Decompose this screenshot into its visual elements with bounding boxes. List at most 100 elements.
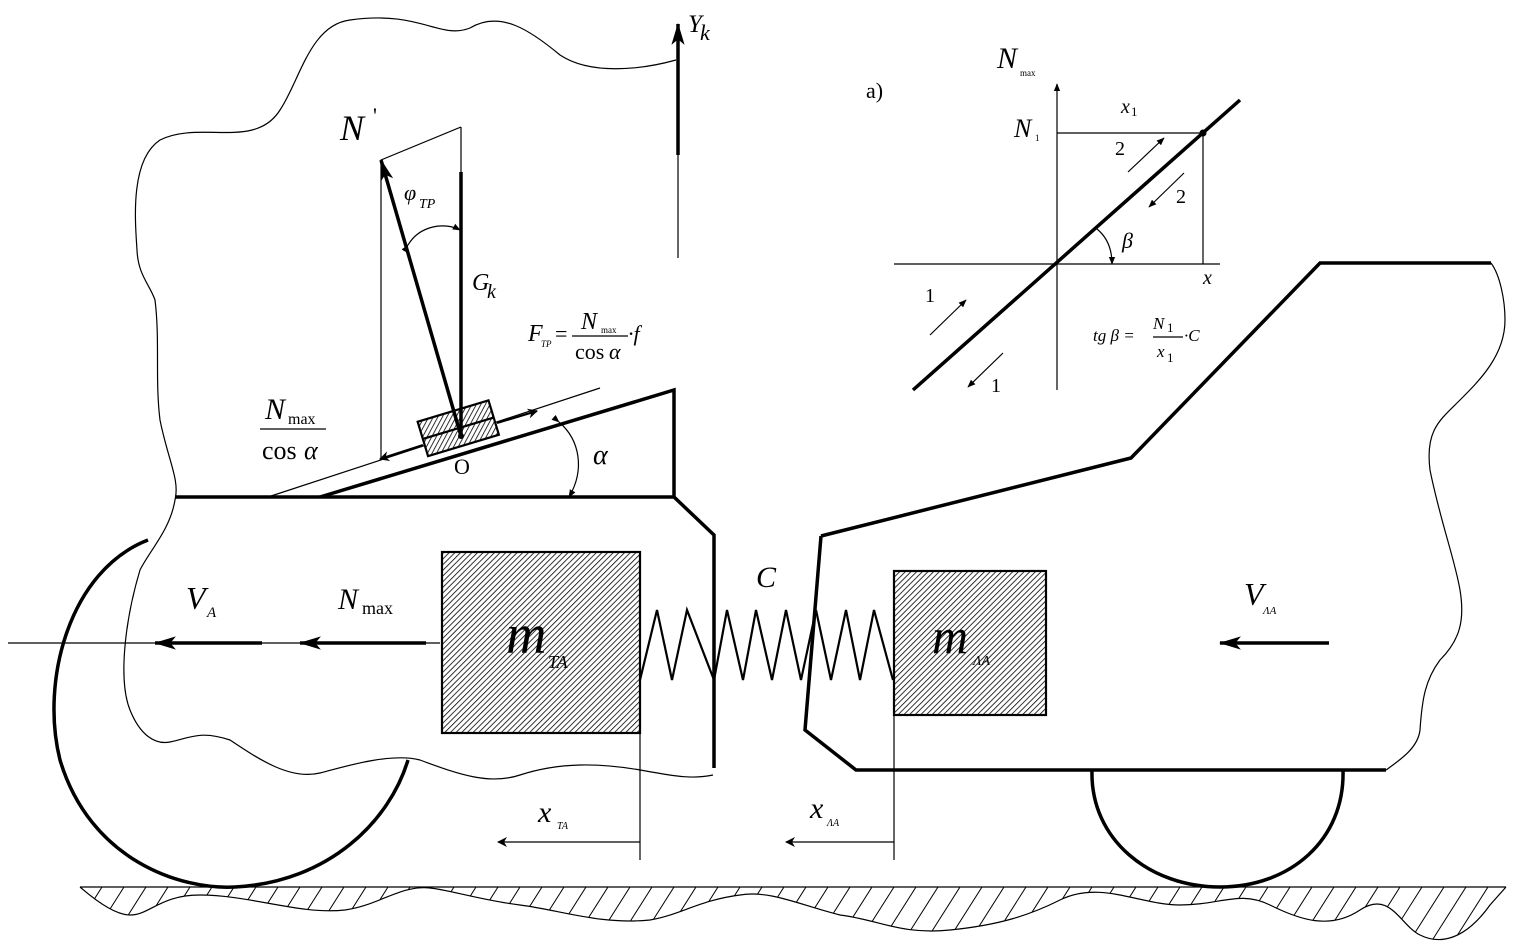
ground-hatch-line bbox=[479, 887, 521, 940]
ground-hatch-line bbox=[413, 887, 455, 940]
left-wheel bbox=[52, 538, 410, 889]
parallelogram-top-side bbox=[380, 126, 462, 161]
alpha-angle-arc bbox=[551, 414, 580, 498]
ground-hatch-line bbox=[985, 887, 1027, 940]
mass-ta-block bbox=[440, 550, 642, 735]
ground-hatch-line bbox=[1205, 887, 1247, 940]
incline-wedge bbox=[319, 387, 676, 499]
ground-hatch-line bbox=[831, 887, 873, 940]
ftr-tail: ·f bbox=[628, 321, 643, 346]
ground-hatch-line bbox=[919, 887, 961, 940]
ground-hatch-line bbox=[1029, 887, 1071, 940]
ground-hatch-line bbox=[457, 887, 499, 940]
ground-hatch-line bbox=[523, 887, 565, 940]
ground-hatch-line bbox=[1095, 887, 1137, 940]
formula-den-sub: 1 bbox=[1167, 350, 1174, 365]
ground-hatch-line bbox=[303, 887, 345, 940]
ftr-num-sub: max bbox=[601, 325, 617, 335]
x-la-label: x bbox=[809, 792, 824, 825]
formula-lhs: tg β = bbox=[1093, 326, 1135, 345]
graph-branch-2-up-label: 2 bbox=[1115, 138, 1125, 160]
ground-hatch-line bbox=[545, 887, 587, 940]
yk-label: Y bbox=[688, 11, 705, 38]
ground-hatch-line bbox=[1359, 887, 1401, 940]
ground-lower-edge bbox=[79, 886, 1507, 941]
nmax-cos-arrow bbox=[379, 443, 424, 461]
ground-hatch-line bbox=[963, 887, 1005, 940]
left-vehicle-body bbox=[175, 495, 716, 768]
x-ta-label-sub: TA bbox=[557, 821, 569, 832]
ground-hatch-line bbox=[501, 887, 543, 940]
ground-hatch-line bbox=[567, 887, 609, 940]
n-prime-label: N bbox=[339, 108, 366, 148]
v-la-label: V bbox=[1244, 576, 1267, 612]
graph-characteristic-line bbox=[911, 98, 1242, 392]
gk-label-sub: k bbox=[487, 281, 497, 303]
ground-hatch-line bbox=[127, 887, 169, 940]
phi-label: φ bbox=[404, 180, 416, 205]
va-label: V bbox=[186, 580, 209, 616]
gk-label: G bbox=[472, 270, 489, 296]
graph-branch-1-up-label: 1 bbox=[925, 285, 935, 307]
m-ta-label-sub: TA bbox=[548, 652, 569, 672]
ground-hatch-line bbox=[171, 887, 213, 940]
ftr-den: cos bbox=[575, 339, 604, 364]
nmax-cos-num: N bbox=[264, 393, 287, 426]
right-vehicle-break-outline bbox=[1385, 262, 1506, 771]
x-ta-label: x bbox=[537, 796, 552, 829]
panel-label-a: a) bbox=[866, 78, 883, 103]
ground-hatch-line bbox=[1381, 887, 1423, 940]
branch-2-up-arrow bbox=[1127, 137, 1165, 173]
phi-label-sub: TP bbox=[419, 197, 436, 212]
ground-hatch-line bbox=[743, 887, 785, 940]
ground-hatch-line bbox=[633, 887, 675, 940]
ground-hatch-line bbox=[1073, 887, 1115, 940]
ground-hatch-line bbox=[1447, 887, 1489, 940]
graph-x-axis-label: x bbox=[1202, 267, 1212, 289]
nmax-label: N bbox=[337, 583, 360, 616]
m-la-label: m bbox=[932, 608, 968, 664]
ground-hatch-line bbox=[1469, 887, 1506, 940]
beta-angle-arc bbox=[1096, 228, 1116, 265]
ground-hatch-line bbox=[80, 887, 103, 940]
graph-x1-label-sub: 1 bbox=[1131, 104, 1138, 119]
nmax-cos-den-alpha: α bbox=[304, 436, 319, 465]
ground-hatch-line bbox=[391, 887, 433, 940]
ground-hatch-line bbox=[1183, 887, 1225, 940]
ground-hatch-line bbox=[1249, 887, 1291, 940]
ground-hatch-line bbox=[677, 887, 719, 940]
ground-hatch-line bbox=[369, 887, 411, 940]
ground-hatch-line bbox=[1293, 887, 1335, 940]
m-ta-label: m bbox=[506, 604, 546, 666]
labels: Y k N ' φ TP G k F TP = N max cos α ·f N… bbox=[186, 11, 1277, 832]
graph-y-axis-label-sub: max bbox=[1020, 68, 1036, 78]
branch-1-down-arrow bbox=[967, 352, 1004, 388]
ground-hatch-line bbox=[1403, 887, 1445, 940]
ground-hatch-line bbox=[1227, 887, 1269, 940]
graph-n1-label-sub: 1 bbox=[1035, 133, 1040, 143]
branch-1-up-arrow bbox=[929, 299, 967, 336]
alpha-label: α bbox=[593, 440, 609, 471]
ftr-eq: = bbox=[555, 321, 567, 346]
n-prime-mark: ' bbox=[373, 103, 377, 128]
friction-force-arrow bbox=[496, 408, 538, 425]
ground-hatch-line bbox=[1315, 887, 1357, 940]
ftr-den-alpha: α bbox=[609, 339, 621, 364]
graph-y-axis-label: N bbox=[996, 42, 1019, 75]
graph-n1-label: N bbox=[1013, 114, 1033, 143]
yk-label-sub: k bbox=[700, 20, 711, 45]
ftr-lhs: F bbox=[527, 321, 543, 347]
left-vehicle bbox=[8, 17, 716, 889]
left-vehicle-break-outline bbox=[123, 17, 714, 780]
normal-force-n-prime-arrow bbox=[379, 158, 463, 437]
ftr-num: N bbox=[580, 309, 599, 335]
ground-hatch-line bbox=[941, 887, 983, 940]
right-wheel bbox=[1090, 769, 1345, 889]
ground-hatch-line bbox=[281, 887, 323, 940]
ground-hatch-line bbox=[655, 887, 697, 940]
nmax-label-sub: max bbox=[362, 598, 393, 618]
v-la-label-sub: ΛA bbox=[1262, 605, 1277, 617]
ground-hatch-line bbox=[1051, 887, 1093, 940]
spring-c-label: C bbox=[756, 561, 777, 594]
